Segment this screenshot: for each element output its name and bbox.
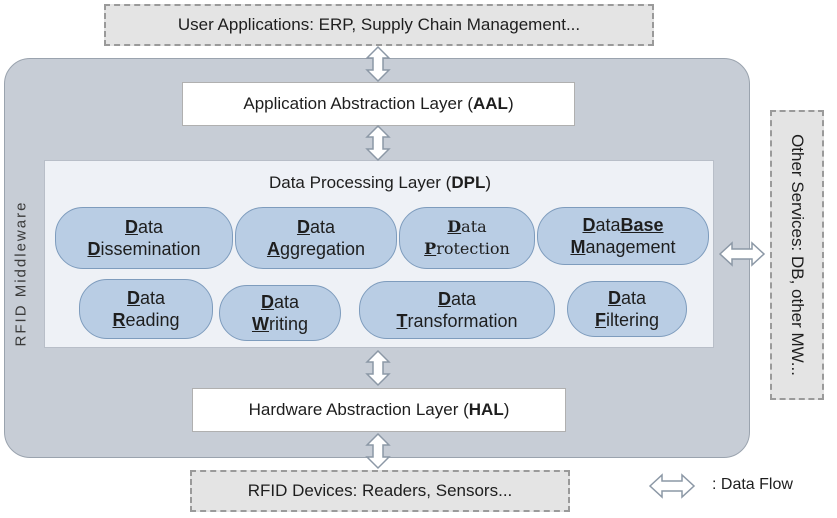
module-data-filtering: Data Filtering xyxy=(567,281,687,337)
module-line: Data xyxy=(607,288,647,308)
data-processing-layer: Data Processing Layer (DPL) Data Dissemi… xyxy=(44,160,714,348)
module-data-writing: Data Writing xyxy=(219,285,341,341)
module-line: Writing xyxy=(251,314,308,334)
module-data-protection: Data Protection xyxy=(399,207,535,269)
module-line: Filtering xyxy=(594,310,660,330)
module-line: Transformation xyxy=(396,311,518,331)
user-applications-box: User Applications: ERP, Supply Chain Man… xyxy=(104,4,654,46)
rfid-middleware-label: RFID Middleware xyxy=(6,158,36,388)
legend-arrow-icon xyxy=(649,474,695,498)
user-applications-text: User Applications: ERP, Supply Chain Man… xyxy=(177,15,581,34)
other-services-text: Other Services: DB, other MW... xyxy=(788,134,807,376)
module-line: Reading xyxy=(112,310,180,330)
module-line: Data xyxy=(437,289,477,309)
dpl-suffix: ) xyxy=(485,173,492,192)
module-line: Data xyxy=(296,217,336,237)
rfid-devices-box: RFID Devices: Readers, Sensors... xyxy=(190,470,570,512)
rfid-devices-text: RFID Devices: Readers, Sensors... xyxy=(247,481,513,500)
module-line: DataBase xyxy=(582,214,663,236)
hal-prefix: Hardware Abstraction Layer ( xyxy=(248,400,469,419)
aal-prefix: Application Abstraction Layer ( xyxy=(243,94,473,113)
module-line: Data xyxy=(260,292,300,312)
module-line: Data xyxy=(126,288,166,308)
module-data-transformation: Data Transformation xyxy=(359,281,555,339)
module-line: Protection xyxy=(424,239,510,258)
dpl-title: Data Processing Layer (DPL) xyxy=(45,173,715,193)
module-line: Dissemination xyxy=(87,239,201,259)
dpl-prefix: Data Processing Layer ( xyxy=(268,173,452,192)
module-line: Data xyxy=(124,217,164,237)
hal-suffix: ) xyxy=(503,400,510,419)
module-line-part: Data xyxy=(582,215,621,235)
module-data-aggregation: Data Aggregation xyxy=(235,207,397,269)
aal-abbr: AAL xyxy=(473,94,508,113)
dpl-abbr: DPL xyxy=(451,173,486,192)
module-data-reading: Data Reading xyxy=(79,279,213,339)
hal-abbr: HAL xyxy=(468,400,504,419)
module-line-part: Base xyxy=(620,215,664,235)
hardware-abstraction-layer: Hardware Abstraction Layer (HAL) xyxy=(192,388,566,432)
rfid-middleware-text: RFID Middleware xyxy=(12,200,30,346)
aal-suffix: ) xyxy=(507,94,514,113)
application-abstraction-layer: Application Abstraction Layer (AAL) xyxy=(182,82,575,126)
other-services-box: Other Services: DB, other MW... xyxy=(770,110,824,400)
legend-data-flow: : Data Flow xyxy=(712,476,793,493)
module-line: Management xyxy=(570,237,676,257)
module-data-dissemination: Data Dissemination xyxy=(55,207,233,269)
module-line: Aggregation xyxy=(266,239,366,259)
module-line: Data xyxy=(447,217,487,236)
module-database-management: DataBase Management xyxy=(537,207,709,265)
